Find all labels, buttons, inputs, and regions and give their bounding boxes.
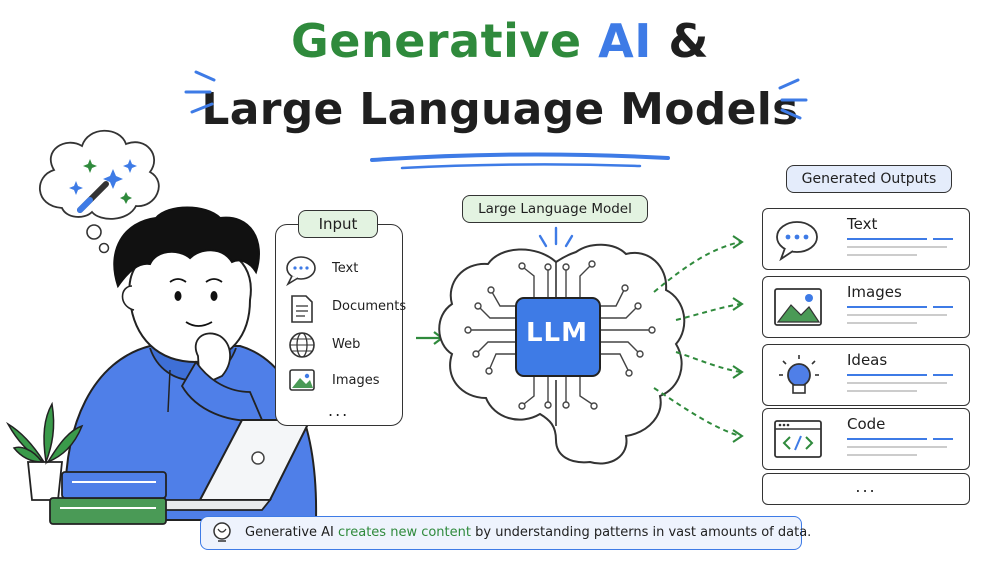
footer-text: Generative AI creates new content by und… [245, 525, 811, 540]
input-item-label: Text [332, 261, 359, 276]
title-line-1: Generative AI & [0, 14, 1000, 68]
text-lines-decoration [847, 374, 953, 392]
footer-text-part2: by understanding patterns in vast amount… [475, 525, 812, 540]
outputs-label-pill: Generated Outputs [786, 165, 952, 193]
text-lines-decoration [847, 438, 953, 456]
image-icon [289, 369, 315, 391]
thought-bubble [38, 129, 160, 254]
title-accent-strokes [184, 70, 808, 170]
output-card-text: Text [762, 208, 970, 270]
output-card-images: Images [762, 276, 970, 338]
circuit-traces [470, 265, 650, 405]
code-window-icon [774, 420, 822, 458]
input-label-pill: Input [298, 210, 378, 238]
llm-chip [515, 297, 601, 377]
books-illustration [49, 471, 167, 525]
input-item-images: Images [288, 369, 398, 395]
document-icon [291, 295, 313, 323]
input-item-label: Images [332, 373, 380, 388]
brain-illustration [438, 226, 686, 465]
circuit-nodes [464, 260, 656, 410]
output-card-label: Images [847, 283, 902, 301]
footer-highlight: creates new content [338, 525, 471, 540]
input-icon-layer [286, 256, 316, 391]
lightbulb-icon [213, 522, 231, 542]
arrows-llm-to-outputs [653, 241, 741, 437]
input-item-web: Web [288, 333, 398, 359]
input-item-label: Web [332, 337, 361, 352]
lightbulb-icon [779, 355, 819, 394]
output-card-code: Code [762, 408, 970, 470]
footer-caption: Generative AI creates new content by und… [200, 516, 811, 550]
chat-bubble-icon [286, 256, 316, 287]
text-lines-decoration [847, 306, 953, 324]
input-item-documents: Documents [288, 295, 406, 321]
text-lines-decoration [847, 238, 953, 256]
magic-wand-icon [69, 159, 137, 213]
input-item-text: Text [288, 257, 398, 283]
output-card-label: Ideas [847, 351, 888, 369]
output-card-label: Code [847, 415, 886, 433]
title-generative: Generative [291, 14, 582, 68]
output-more-card: ... [762, 473, 970, 505]
input-item-label: Documents [332, 299, 407, 314]
llm-chip-label: LLM [525, 318, 588, 348]
input-more-ellipsis: ... [328, 401, 350, 420]
title-line-2: Large Language Models [201, 84, 799, 135]
globe-icon [289, 332, 315, 358]
glow-rays [538, 226, 574, 248]
footer-text-part1: Generative AI [245, 525, 334, 540]
llm-label-pill: Large Language Model [462, 195, 648, 223]
title-ampersand: & [668, 14, 709, 68]
title-ai: AI [598, 14, 652, 68]
output-card-label: Text [847, 215, 878, 233]
image-icon [774, 288, 822, 326]
chat-bubble-icon [776, 221, 818, 261]
output-card-ideas: Ideas [762, 344, 970, 406]
